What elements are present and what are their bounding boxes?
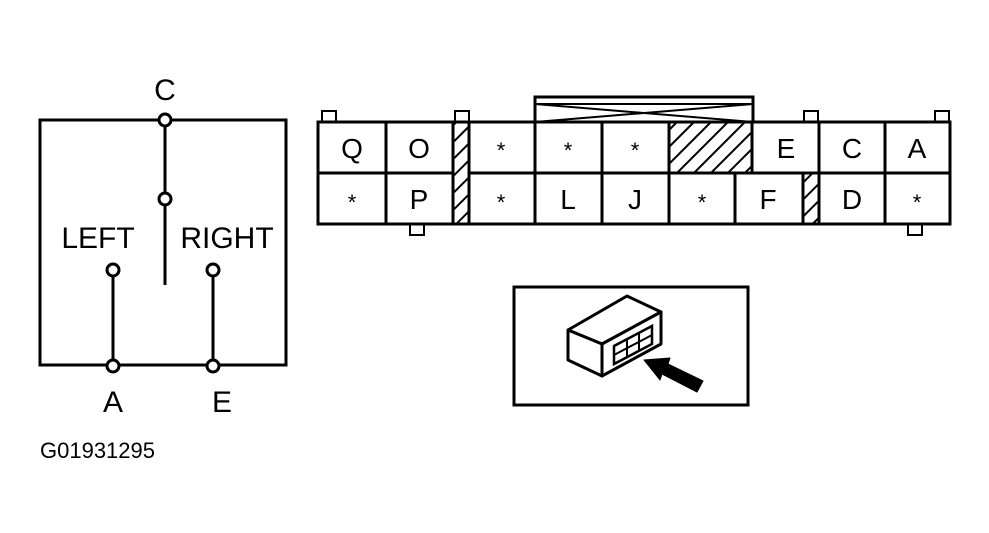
- pin-e: E: [777, 133, 796, 164]
- left-contact: [105, 262, 121, 278]
- pin-j: J: [628, 184, 642, 215]
- label-e: E: [212, 386, 232, 419]
- pin-c: C: [842, 133, 862, 164]
- label-c: C: [154, 74, 176, 107]
- bottom-row-dividers: [384, 173, 887, 224]
- pin-unused: *: [497, 190, 506, 215]
- common-contact: [157, 191, 173, 207]
- hatched-blank: [451, 120, 471, 226]
- label-left: LEFT: [61, 222, 134, 255]
- tab: [803, 110, 819, 123]
- pin-a: A: [908, 133, 927, 164]
- tab: [409, 223, 425, 236]
- pin-unused: *: [564, 138, 573, 163]
- pin-q: Q: [341, 133, 363, 164]
- terminal-a: [105, 358, 121, 374]
- label-a: A: [103, 386, 123, 419]
- hatched-blank: [667, 120, 754, 175]
- tab: [454, 110, 470, 123]
- pin-f: F: [759, 184, 776, 215]
- pin-unused: *: [698, 190, 707, 215]
- figure-code: G01931295: [40, 438, 155, 463]
- tab: [907, 223, 923, 236]
- pin-unused: *: [348, 190, 357, 215]
- terminal-c: [157, 112, 173, 128]
- pin-unused: *: [913, 190, 922, 215]
- right-contact: [205, 262, 221, 278]
- hatched-blank: [801, 171, 821, 226]
- pin-p: P: [410, 184, 429, 215]
- pin-o: O: [408, 133, 430, 164]
- view-arrow-icon: [643, 357, 704, 393]
- connector-face: Q O * * * E C A * P * L J * F D *: [316, 95, 952, 236]
- connector-view-inset: [512, 285, 750, 407]
- pin-d: D: [842, 184, 862, 215]
- pin-unused: *: [631, 138, 640, 163]
- switch-schematic: C LEFT RIGHT A E: [38, 74, 288, 419]
- connector-latch: [533, 95, 755, 122]
- pin-l: L: [560, 184, 576, 215]
- terminal-e: [205, 358, 221, 374]
- label-right: RIGHT: [180, 222, 273, 255]
- tab: [934, 110, 950, 123]
- pin-unused: *: [497, 138, 506, 163]
- tab: [321, 110, 337, 123]
- top-row-dividers: [384, 122, 887, 173]
